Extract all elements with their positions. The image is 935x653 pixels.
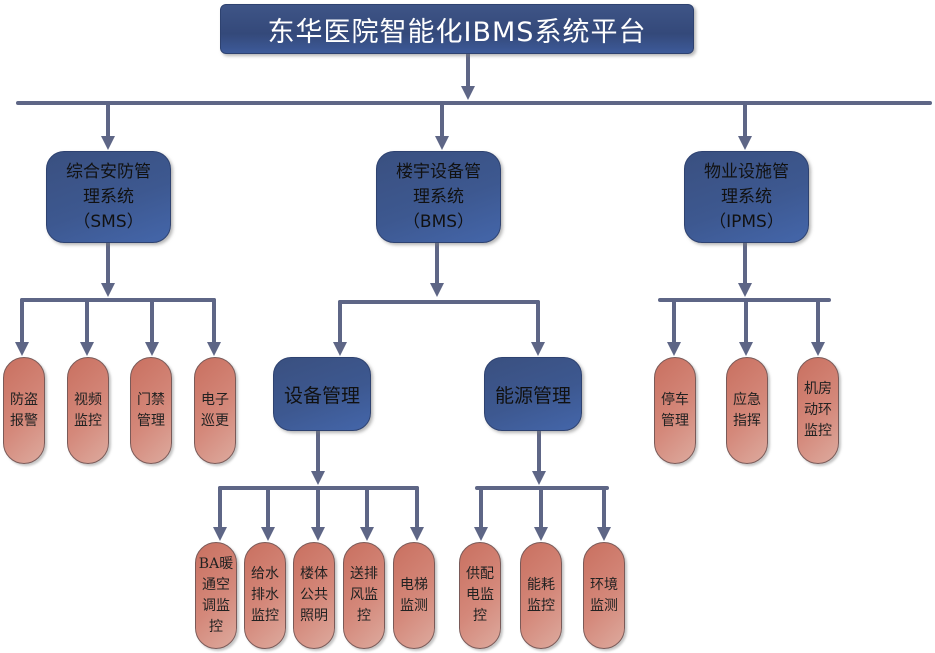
leaf-label-line: 照明 xyxy=(300,608,328,624)
leaf-label-line: 指挥 xyxy=(733,412,761,429)
leaf-label-line: 公共 xyxy=(300,587,328,603)
leaf-label-line: 门禁 xyxy=(137,391,165,408)
arrowhead-icon xyxy=(739,342,753,356)
leaf-label-line: 停车 xyxy=(661,391,689,408)
leaf-label-line: 排水 xyxy=(251,587,279,603)
arrowhead-icon xyxy=(213,527,227,541)
leaf-label-line: 环境 xyxy=(590,576,618,593)
subgroup-label: 能源管理 xyxy=(494,384,571,407)
subgroup-box-energy: 能源管理 xyxy=(484,357,582,431)
leaf-label-line: 通空 xyxy=(202,576,230,593)
leaf-label-line: 防盗 xyxy=(10,391,38,408)
system-box-bms: 楼宇设备管 理系统 （BMS） xyxy=(376,151,501,243)
system-label-line: 物业设施管 xyxy=(704,161,789,182)
leaf-label-line: 供配 xyxy=(466,566,494,582)
leaf-label-line: 电子 xyxy=(201,391,229,408)
leaf-label-line: 能耗 xyxy=(527,576,555,593)
leaf-label-line: 动环 xyxy=(804,402,832,418)
subgroup-box-equipment: 设备管理 xyxy=(273,357,371,431)
leaf-label-line: 管理 xyxy=(661,412,689,429)
leaf-label-line: 监测 xyxy=(400,597,428,614)
leaf-label-line: 应急 xyxy=(733,391,761,408)
leaf-label-line: 送排 xyxy=(350,566,378,582)
leaf-label-line: 监控 xyxy=(804,423,832,439)
arrowhead-icon xyxy=(474,527,488,541)
arrowhead-icon xyxy=(360,527,374,541)
leaf-box: BA暖 通空 调监 控 xyxy=(195,542,237,649)
arrowhead-icon xyxy=(534,527,548,541)
arrowhead-icon xyxy=(311,527,325,541)
platform-title: 东华医院智能化IBMS系统平台 xyxy=(267,16,647,48)
leaf-box: 环境 监测 xyxy=(583,542,625,649)
leaf-box: 能耗 监控 xyxy=(520,542,562,649)
system-label-line: （SMS） xyxy=(73,211,144,232)
leaf-label-line: 监控 xyxy=(251,608,279,624)
arrowhead-icon xyxy=(15,342,29,356)
arrowhead-icon xyxy=(461,86,475,100)
leaf-label-line: 楼体 xyxy=(300,566,328,582)
leaf-label-line: 监控 xyxy=(527,597,555,614)
leaf-box: 防盗 报警 xyxy=(3,357,45,464)
leaf-box: 停车 管理 xyxy=(654,357,696,464)
leaf-label-line: 监控 xyxy=(74,412,102,429)
arrowhead-icon xyxy=(261,527,275,541)
subgroup-label: 设备管理 xyxy=(283,384,360,407)
leaf-label-line: 控 xyxy=(209,618,223,635)
leaf-box: 机房 动环 监控 xyxy=(797,357,839,464)
arrowhead-icon xyxy=(145,342,159,356)
arrowhead-icon xyxy=(80,342,94,356)
leaf-label-line: 机房 xyxy=(804,381,832,397)
arrowhead-icon xyxy=(531,342,545,356)
arrowhead-icon xyxy=(811,342,825,356)
system-box-ipms: 物业设施管 理系统 （IPMS） xyxy=(684,151,809,243)
leaf-label-line: 管理 xyxy=(137,412,165,429)
leaf-box: 电子 巡更 xyxy=(194,357,236,464)
leaf-label-line: 控 xyxy=(473,608,487,624)
arrowhead-icon xyxy=(532,471,546,485)
leaf-label-line: 巡更 xyxy=(201,412,229,429)
leaf-label-line: 电梯 xyxy=(400,576,428,593)
arrowhead-icon xyxy=(435,136,449,150)
arrowhead-icon xyxy=(333,342,347,356)
system-label-line: （IPMS） xyxy=(709,211,784,232)
leaf-label-line: 给水 xyxy=(251,566,279,582)
leaf-box: 楼体 公共 照明 xyxy=(293,542,335,649)
leaf-label-line: 监测 xyxy=(590,597,618,614)
leaf-label-line: 调监 xyxy=(202,597,230,614)
arrowhead-icon xyxy=(597,527,611,541)
leaf-label-line: 控 xyxy=(357,608,371,624)
arrowhead-icon xyxy=(738,136,752,150)
leaf-box: 供配 电监 控 xyxy=(459,542,501,649)
arrowhead-icon xyxy=(207,342,221,356)
system-label-line: 理系统 xyxy=(413,186,464,207)
leaf-box: 视频 监控 xyxy=(67,357,109,464)
leaf-box: 门禁 管理 xyxy=(130,357,172,464)
system-label-line: （BMS） xyxy=(402,211,475,232)
arrowhead-icon xyxy=(430,283,444,297)
leaf-label-line: 报警 xyxy=(10,412,38,429)
platform-title-box: 东华医院智能化IBMS系统平台 xyxy=(220,4,694,54)
system-label-line: 理系统 xyxy=(83,186,134,207)
leaf-box: 给水 排水 监控 xyxy=(244,542,286,649)
leaf-box: 应急 指挥 xyxy=(726,357,768,464)
arrowhead-icon xyxy=(410,527,424,541)
system-label-line: 理系统 xyxy=(721,186,772,207)
leaf-label-line: 视频 xyxy=(74,391,102,408)
leaf-box: 电梯 监测 xyxy=(393,542,435,649)
system-label-line: 楼宇设备管 xyxy=(396,161,481,182)
leaf-box: 送排 风监 控 xyxy=(343,542,385,649)
arrowhead-icon xyxy=(311,471,325,485)
leaf-label-line: 电监 xyxy=(466,587,494,603)
system-label-line: 综合安防管 xyxy=(66,161,151,182)
arrowhead-icon xyxy=(101,283,115,297)
arrowhead-icon xyxy=(667,342,681,356)
system-box-sms: 综合安防管 理系统 （SMS） xyxy=(46,151,171,243)
leaf-label-line: BA暖 xyxy=(198,555,234,572)
arrowhead-icon xyxy=(101,136,115,150)
arrowhead-icon xyxy=(738,283,752,297)
leaf-label-line: 风监 xyxy=(350,587,378,603)
